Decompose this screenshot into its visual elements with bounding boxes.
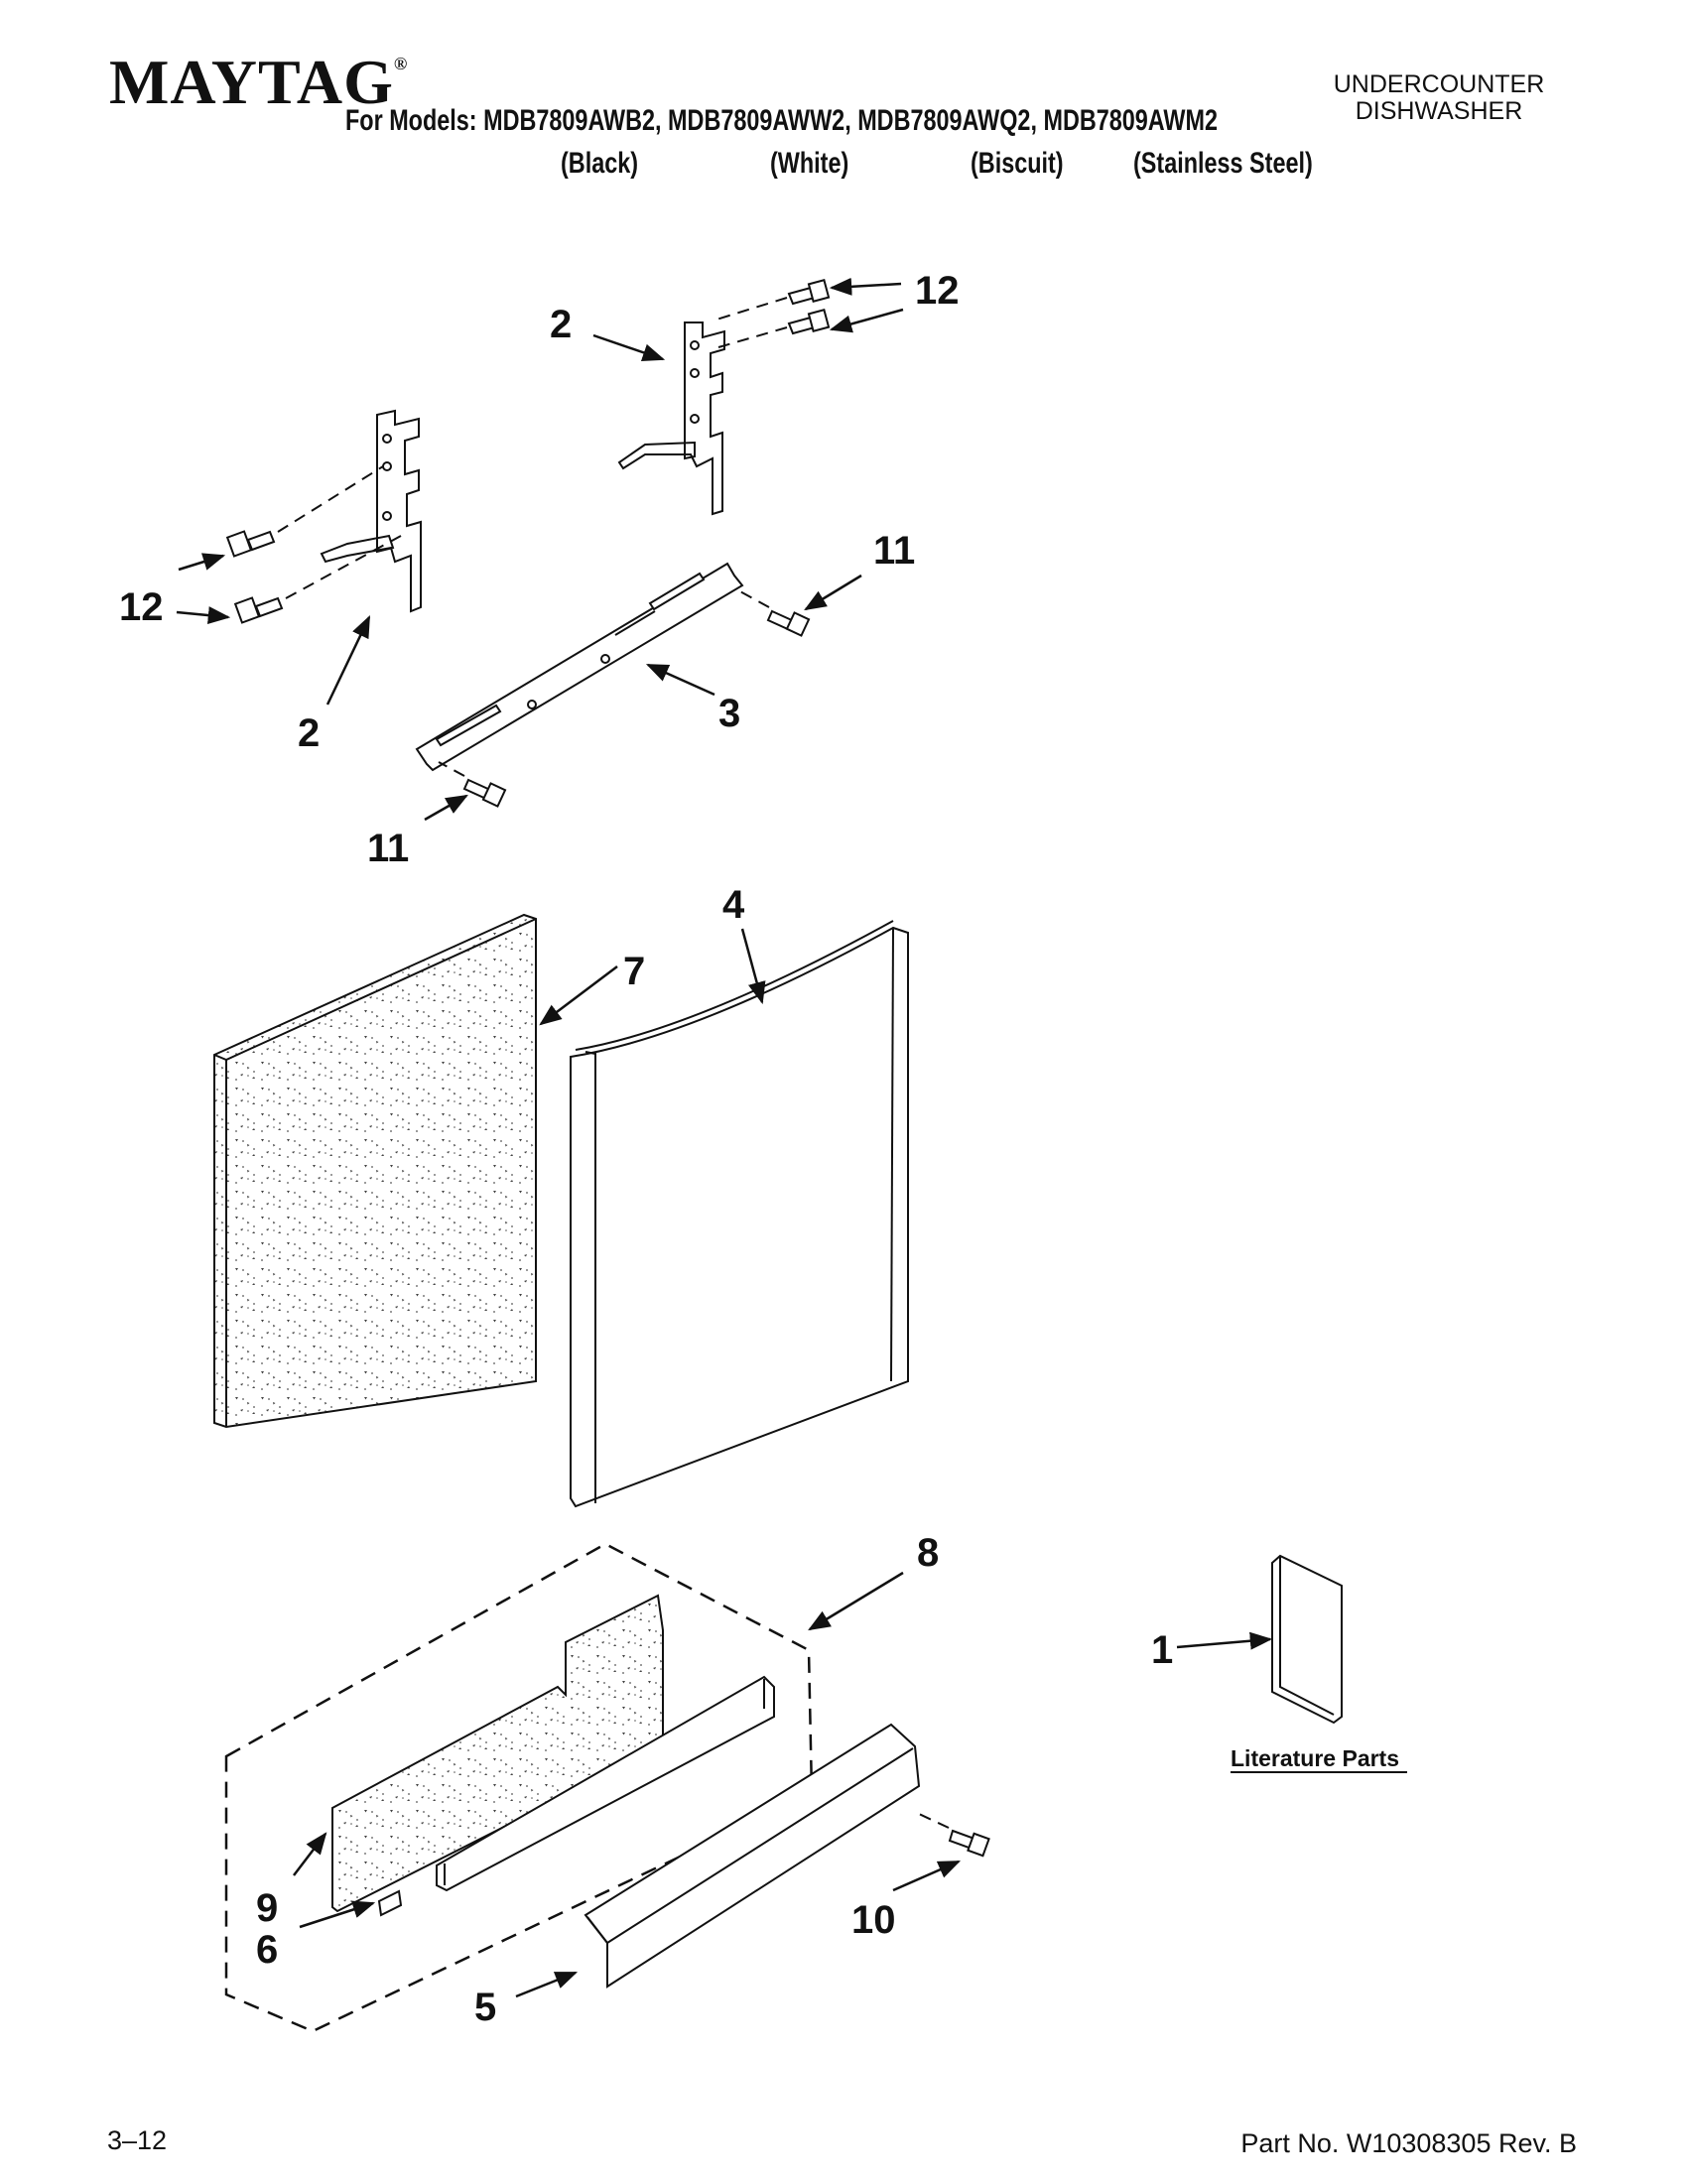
- finish-white: (White): [770, 147, 849, 180]
- part-number: Part No. W10308305 Rev. B: [1240, 2128, 1577, 2158]
- literature-parts-label: Literature Parts: [1231, 1745, 1399, 1771]
- callout-7: 7: [623, 950, 645, 993]
- callout-12-lower: 12: [119, 585, 164, 629]
- dashed-leader-10: [918, 1813, 950, 1829]
- category-line-1: UNDERCOUNTER: [1333, 70, 1545, 98]
- callout-5: 5: [474, 1986, 496, 2029]
- callout-6: 6: [256, 1928, 278, 1972]
- callout-2-lower: 2: [298, 711, 320, 755]
- brand-logo: MAYTAG®: [109, 47, 409, 117]
- dashed-leaders-12: [277, 297, 788, 599]
- callout-8: 8: [917, 1531, 939, 1575]
- toe-kick-panel: [584, 1723, 921, 1989]
- screw-12-left: [225, 530, 284, 624]
- door-panel: [570, 920, 909, 1508]
- finish-stainless: (Stainless Steel): [1133, 147, 1313, 180]
- door-bracket-right: [617, 321, 725, 516]
- leader-arrows: [176, 277, 1273, 1998]
- screw-10: [948, 1829, 990, 1858]
- callout-1: 1: [1151, 1628, 1173, 1672]
- mounting-rail: [415, 562, 744, 772]
- callout-10: 10: [851, 1898, 896, 1942]
- door-bracket-left: [320, 409, 422, 613]
- callout-3: 3: [718, 692, 740, 735]
- screw-12-top: [787, 279, 831, 335]
- finish-black: (Black): [561, 147, 639, 180]
- callout-9: 9: [256, 1886, 278, 1930]
- callout-2-upper: 2: [550, 303, 572, 346]
- dashed-leaders-11: [438, 588, 770, 777]
- callout-11-upper: 11: [873, 529, 915, 573]
- callout-12-upper: 12: [915, 269, 960, 313]
- callout-11-lower: 11: [367, 827, 409, 870]
- toe-kick-bracket: [436, 1675, 775, 1892]
- page-number: 3–12: [107, 2125, 168, 2155]
- callout-4: 4: [722, 883, 745, 927]
- product-category: UNDERCOUNTER DISHWASHER: [1290, 71, 1588, 125]
- literature-booklet: [1271, 1554, 1343, 1725]
- insulation-panel: [213, 913, 537, 1429]
- model-list: For Models: MDB7809AWB2, MDB7809AWW2, MD…: [345, 104, 1218, 137]
- toe-kick-insulation: [331, 1594, 664, 1913]
- category-line-2: DISHWASHER: [1355, 97, 1523, 125]
- screw-11: [462, 609, 811, 808]
- clip: [377, 1889, 403, 1917]
- finish-biscuit: (Biscuit): [971, 147, 1064, 180]
